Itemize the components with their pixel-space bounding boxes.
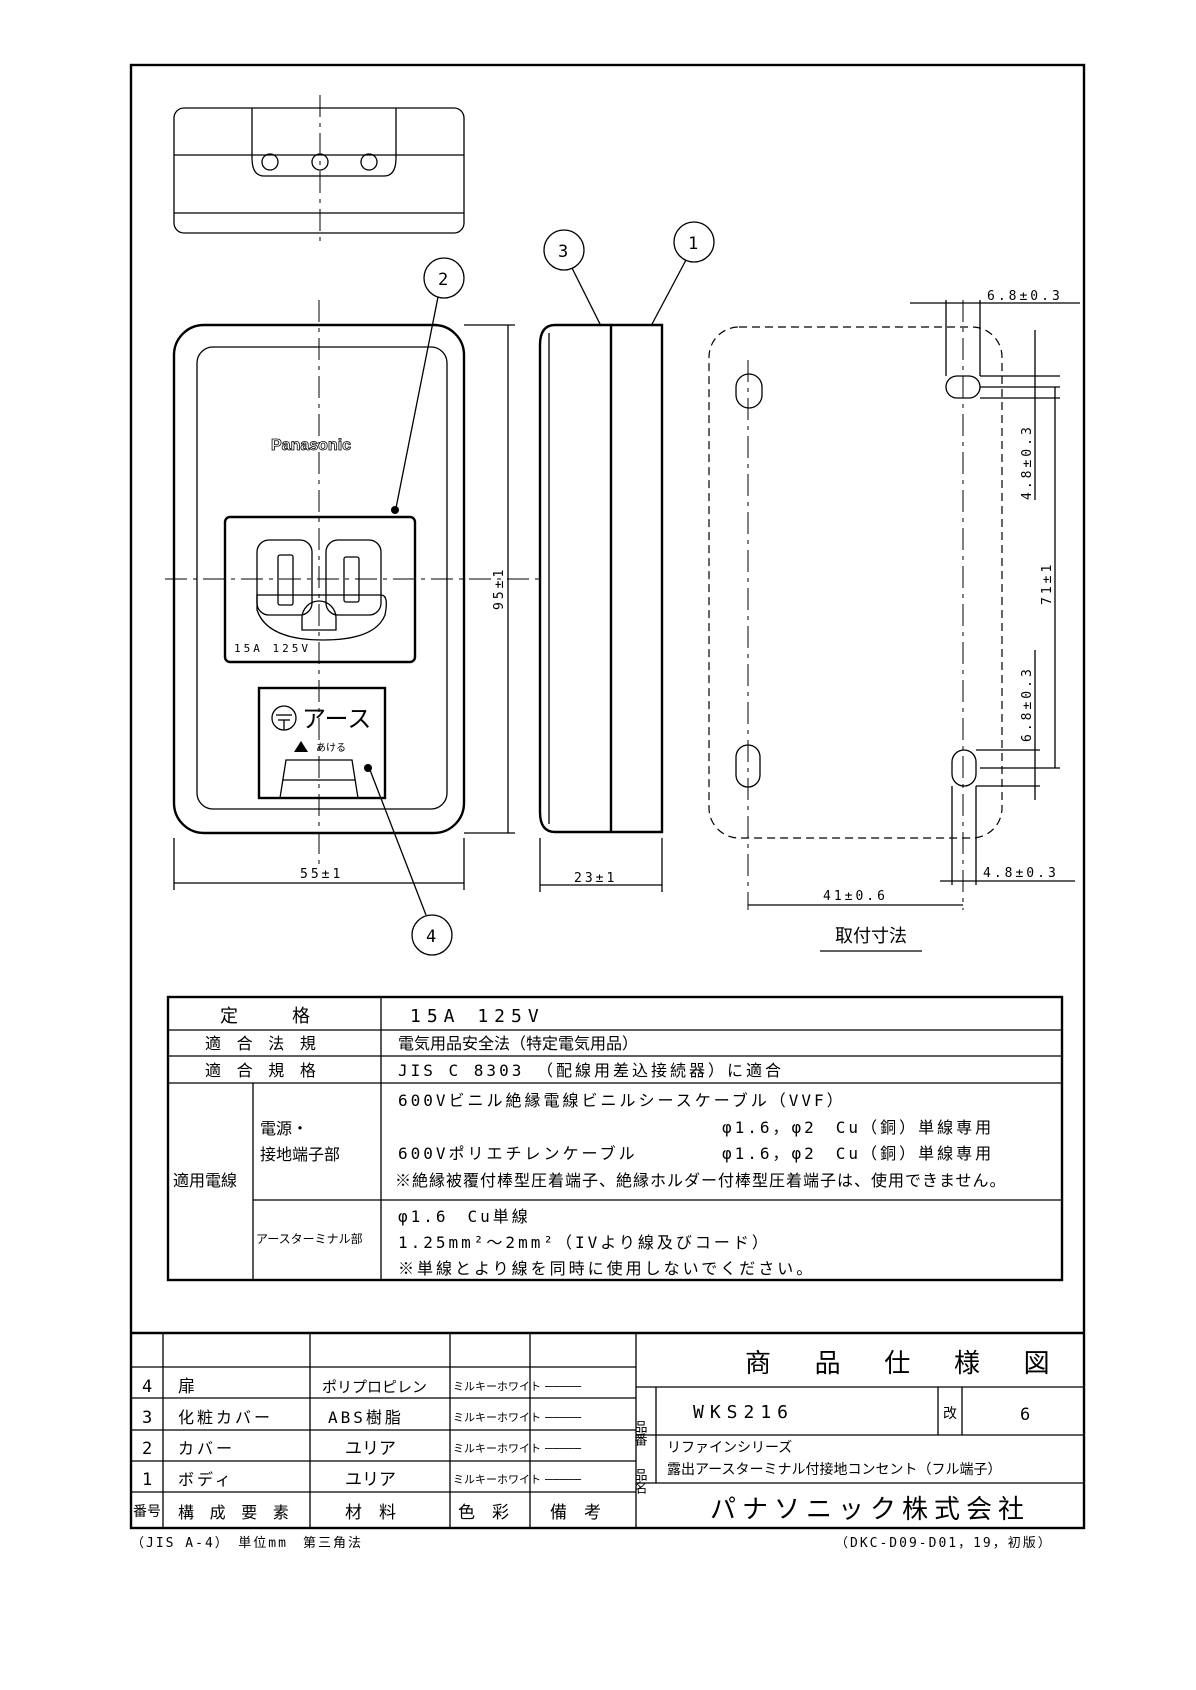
part-name: 化粧カバー — [178, 1408, 273, 1427]
top-view — [173, 95, 465, 245]
parts-row-4: 4 扉 ポリプロピレン ミルキーホワイト ――――― — [142, 1377, 582, 1397]
parts-row-2: 2 カバー ユリア ミルキーホワイト ――――― — [142, 1439, 582, 1459]
wire-power-line-1: 600Vビニル絶縁電線ビニルシースケーブル（VVF） — [398, 1091, 846, 1110]
header-no: 番号 — [133, 1504, 161, 1520]
part-note: ――――― — [545, 1472, 582, 1486]
dim-slot-height-bottom: 6.8±0.3 — [1020, 666, 1035, 742]
part-material: ユリア — [345, 1439, 396, 1459]
header-part: 構 成 要 素 — [178, 1503, 292, 1522]
revision: 6 — [1020, 1405, 1030, 1425]
callout-3: 3 — [558, 242, 568, 262]
product-no: WKS216 — [693, 1402, 794, 1423]
wire-power-label-1: 電源・ — [260, 1119, 308, 1138]
dim-slot-width-top: 6.8±0.3 — [987, 289, 1063, 304]
part-material: ユリア — [345, 1470, 396, 1490]
socket-rating-label: 15A 125V — [234, 642, 311, 655]
dim-slot-height-top: 4.8±0.3 — [1020, 424, 1035, 500]
part-note: ――――― — [545, 1441, 582, 1455]
part-material: ABS樹脂 — [328, 1408, 404, 1427]
earth-label: アース — [302, 705, 371, 733]
brand-logo: Panasonic — [271, 437, 351, 454]
callout-4: 4 — [426, 927, 436, 947]
revision-label: 改 — [943, 1406, 957, 1422]
part-note: ――――― — [545, 1410, 582, 1424]
front-view: Panasonic 15A 125V アース あける 55±1 95±1 — [165, 300, 540, 890]
company-name: パナソニック株式会社 — [710, 1495, 1030, 1525]
dim-width: 55±1 — [300, 867, 343, 882]
title-block: 商 品 仕 様 図 品番 WKS216 改 6 品名 リファインシリーズ 露出ア… — [632, 1349, 1084, 1525]
product-no-label: 品番 — [632, 1420, 648, 1447]
side-view: 23±1 — [538, 323, 664, 892]
dim-depth: 23±1 — [574, 871, 617, 886]
wire-power-line-3b: φ1.6，φ2 Cu（銅）単線専用 — [722, 1144, 994, 1163]
part-no: 1 — [142, 1470, 152, 1490]
product-name-label: 品名 — [632, 1468, 648, 1494]
drawing-title: 商 品 仕 様 図 — [745, 1349, 1064, 1379]
part-name: カバー — [178, 1439, 235, 1458]
footer-left: （JIS A-4） 単位mm 第三角法 — [131, 1535, 363, 1551]
part-material: ポリプロピレン — [322, 1378, 427, 1396]
part-no: 3 — [142, 1408, 152, 1428]
callouts: 2 3 1 4 — [369, 221, 715, 956]
wire-power-note: ※絶縁被覆付棒型圧着端子、絶縁ホルダー付棒型圧着端子は、使用できません。 — [395, 1171, 1007, 1190]
arrow-up-icon — [294, 741, 308, 752]
part-no: 2 — [142, 1439, 152, 1459]
spec-value-law: 電気用品安全法（特定電気用品） — [398, 1034, 638, 1053]
mounting-caption: 取付寸法 — [835, 926, 907, 947]
header-note: 備 考 — [550, 1503, 601, 1523]
part-color: ミルキーホワイト — [453, 1380, 541, 1393]
parts-row-1: 1 ボディ ユリア ミルキーホワイト ――――― — [142, 1470, 582, 1490]
product-series: リファインシリーズ — [667, 1440, 792, 1456]
part-name: ボディ — [178, 1470, 234, 1489]
dim-slot-width-bottom: 4.8±0.3 — [983, 866, 1059, 881]
wire-power-line-2: φ1.6，φ2 Cu（銅）単線専用 — [722, 1118, 994, 1137]
header-material: 材 料 — [345, 1503, 396, 1523]
wire-earth-label: アースターミナル部 — [256, 1231, 363, 1246]
part-note: ――――― — [545, 1379, 582, 1393]
part-name: 扉 — [178, 1377, 195, 1397]
parts-row-3: 3 化粧カバー ABS樹脂 ミルキーホワイト ――――― — [142, 1408, 582, 1428]
spec-label-law: 適 合 法 規 — [205, 1034, 319, 1053]
parts-header: 番号 構 成 要 素 材 料 色 彩 備 考 — [133, 1503, 601, 1523]
product-name: 露出アースターミナル付接地コンセント（フル端子） — [667, 1461, 1001, 1478]
open-label: あける — [316, 742, 346, 754]
spec-label-standard: 適 合 規 格 — [205, 1061, 319, 1080]
spec-label-wire: 適用電線 — [173, 1171, 237, 1190]
dim-pitch-vertical: 71±1 — [1040, 562, 1055, 605]
part-color: ミルキーホワイト — [453, 1473, 541, 1486]
spec-value-standard: JIS C 8303 （配線用差込接続器）に適合 — [398, 1061, 784, 1080]
part-color: ミルキーホワイト — [453, 1411, 541, 1424]
mounting-view: 6.8±0.3 4.8±0.3 71±1 6.8±0.3 4.8±0.3 41±… — [708, 289, 1080, 952]
wire-power-label-2: 接地端子部 — [260, 1145, 340, 1164]
footer-right: （DKC-D09-D01，19，初版） — [835, 1536, 1053, 1551]
part-no: 4 — [142, 1377, 152, 1397]
wire-power-line-3a: 600Vポリエチレンケーブル — [398, 1144, 638, 1163]
spec-value-rating: 15A 125V — [410, 1006, 545, 1027]
callout-dot-2 — [391, 506, 399, 514]
wire-earth-line-1: φ1.6 Cu単線 — [398, 1207, 531, 1226]
dim-height: 95±1 — [492, 567, 507, 610]
wire-earth-line-2: 1.25mm²～2mm²（IVより線及びコード） — [398, 1233, 771, 1252]
header-color: 色 彩 — [458, 1503, 509, 1523]
sheet-border — [129, 63, 1086, 1530]
wire-earth-note: ※単線とより線を同時に使用しないでください。 — [398, 1259, 815, 1278]
dim-pitch-horizontal: 41±0.6 — [823, 889, 888, 904]
parts-table: 4 扉 ポリプロピレン ミルキーホワイト ――――― 3 化粧カバー ABS樹脂… — [131, 1331, 1084, 1528]
spec-label-rating: 定 格 — [220, 1006, 316, 1027]
callout-1: 1 — [688, 234, 698, 254]
part-color: ミルキーホワイト — [453, 1442, 541, 1455]
spec-table: 定 格 15A 125V 適 合 法 規 電気用品安全法（特定電気用品） 適 合… — [166, 995, 1064, 1282]
callout-2: 2 — [438, 270, 448, 290]
